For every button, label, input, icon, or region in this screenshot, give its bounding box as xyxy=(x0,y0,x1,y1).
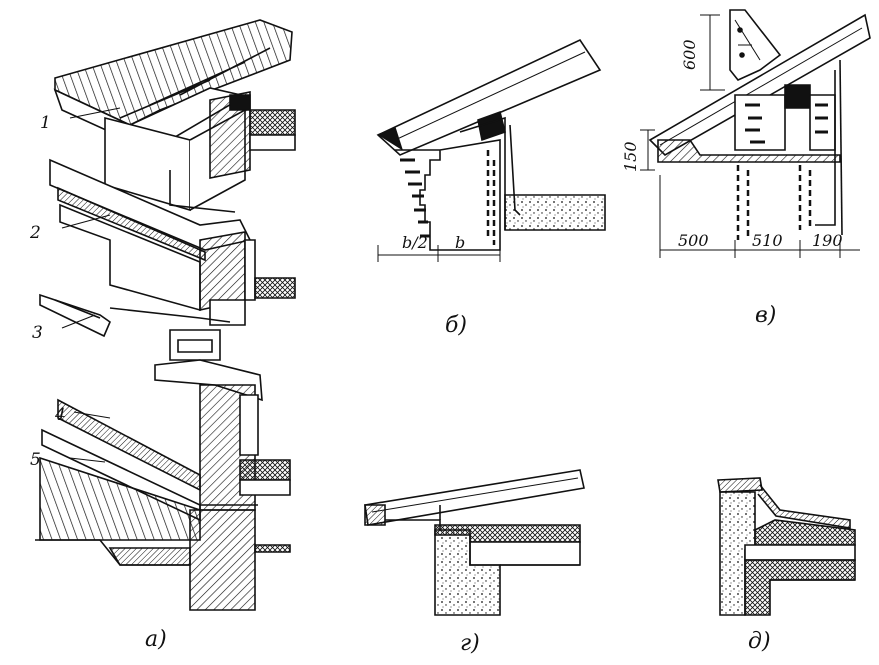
callout-4: 4 xyxy=(54,405,66,425)
dim-b-full: b xyxy=(455,233,465,252)
callout-1: 1 xyxy=(40,113,51,133)
part-v-eave-section xyxy=(640,9,871,258)
callout-5: 5 xyxy=(30,450,41,470)
dim-v-150: 150 xyxy=(621,141,640,172)
part-d-parapet-section xyxy=(717,477,856,616)
part-g-label: г) xyxy=(460,631,480,656)
dim-v-600: 600 xyxy=(680,39,699,70)
dim-v-500: 500 xyxy=(678,231,709,250)
part-b-label: б) xyxy=(445,313,467,338)
part-b-eave-section xyxy=(376,38,606,262)
dim-v-510: 510 xyxy=(752,231,783,250)
part-a-label: а) xyxy=(145,627,167,652)
part-d-label: д) xyxy=(748,629,771,654)
dim-b-half: b/2 xyxy=(402,233,428,252)
part-v-label: в) xyxy=(755,303,776,328)
callout-3: 3 xyxy=(32,323,43,343)
callout-2: 2 xyxy=(29,223,41,243)
part-g-overhang-section xyxy=(364,469,585,616)
part-a-cornice-perspective xyxy=(35,19,296,611)
dim-v-190: 190 xyxy=(812,231,843,250)
